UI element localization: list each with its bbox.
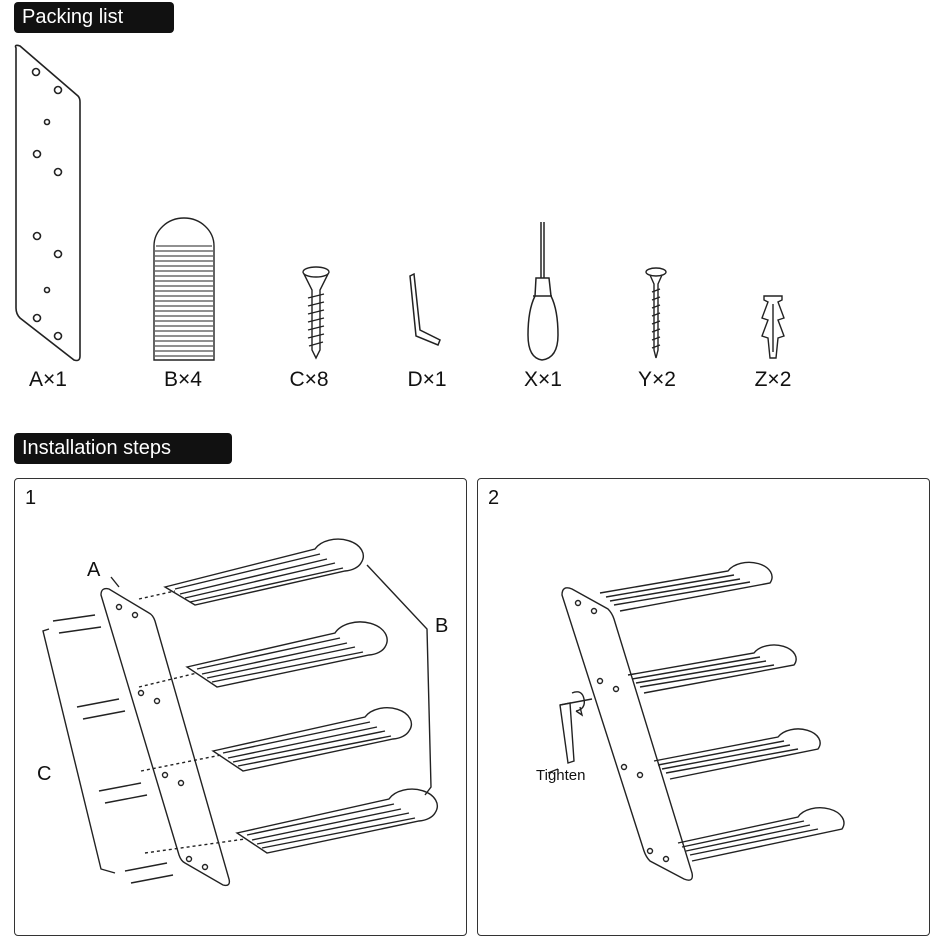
- sisal-step: [185, 621, 388, 688]
- tighten-label: Tighten: [536, 767, 586, 784]
- screwdriver-icon: [527, 222, 559, 361]
- step-2-panel: 2: [477, 478, 930, 936]
- board-icon: [14, 44, 81, 362]
- part-label-a: A×1: [29, 368, 67, 391]
- board-a: [100, 587, 231, 887]
- step-2-diagram: [547, 561, 845, 881]
- step-number: 1: [25, 487, 37, 509]
- sisal-step-icon: [153, 217, 215, 361]
- sisal-step: [211, 707, 413, 772]
- step-number: 2: [488, 487, 500, 509]
- sisal-step: [235, 788, 438, 854]
- part-label-y: Y×2: [638, 368, 676, 391]
- sisal-step: [163, 538, 364, 606]
- screws-c: [52, 614, 174, 884]
- step-1-diagram: [42, 538, 438, 887]
- callout-c: C: [37, 763, 52, 785]
- wall-anchor-icon: [761, 295, 785, 359]
- parts-illustration: [14, 44, 785, 362]
- hex-key-icon: [409, 272, 441, 346]
- sisal-step: [653, 728, 821, 780]
- part-label-z: Z×2: [754, 368, 792, 391]
- part-label-d: D×1: [407, 368, 447, 391]
- installation-steps-title: Installation steps: [14, 433, 232, 464]
- sisal-step: [627, 644, 797, 694]
- part-label-b: B×4: [164, 368, 202, 391]
- callout-b: B: [435, 615, 449, 637]
- packing-list-title: Packing list: [14, 2, 174, 33]
- step-1-panel: 1: [14, 478, 467, 936]
- hex-key-icon: [559, 691, 593, 764]
- callout-a: A: [87, 559, 101, 581]
- screw-icon: [302, 266, 330, 360]
- part-label-x: X×1: [524, 368, 562, 391]
- sisal-step: [599, 561, 773, 612]
- part-label-c: C×8: [289, 368, 329, 391]
- long-screw-icon: [645, 267, 667, 359]
- board-a: [561, 587, 694, 881]
- sisal-step: [677, 807, 845, 862]
